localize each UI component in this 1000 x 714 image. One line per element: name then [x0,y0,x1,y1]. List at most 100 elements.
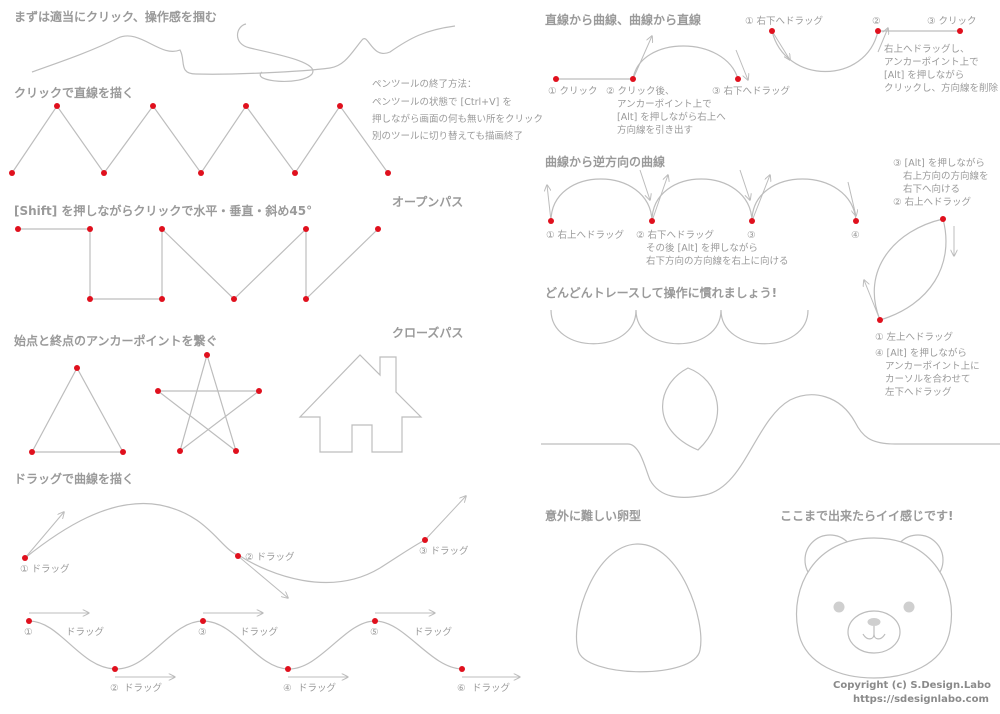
line-curve-anchors-b[interactable] [769,28,963,34]
wave-labels: ① ドラッグ ③ ドラッグ ⑤ ドラッグ ② ドラッグ ④ ドラッグ ⑥ ドラッ… [24,626,511,694]
shift-path [18,227,379,301]
trace-s-curve [541,394,1000,498]
drag-label-3: ③ ドラッグ [419,545,469,557]
svg-text:ドラッグ: ドラッグ [414,626,453,638]
svg-text:④: ④ [283,683,292,694]
drag-curve-anchors[interactable] [22,537,428,561]
leaf-label-2: ② 右上へドラッグ [893,196,972,208]
egg-shape [575,543,702,673]
leaf-label-3: ③ [Alt] を押しながら 右上方向の方向線を 右下へ向ける [893,157,989,195]
rev-label-1: ① 右上へドラッグ [546,229,625,241]
reverse-curve-path [550,178,857,222]
heading-closed-path: クローズパス [392,325,463,340]
svg-text:①: ① [24,627,33,638]
heading-connect: 始点と終点のアンカーポイントを繋ぐ [14,333,218,348]
lc-label-a2: ② クリック後、 アンカーポイント上で [Alt] を押しながら右上へ 方向線を… [606,85,726,136]
svg-text:右上方向の方向線を: 右上方向の方向線を [903,170,989,182]
lc-label-b1: ① 右下へドラッグ [745,15,824,27]
wave-path [28,620,463,670]
triangle-anchors[interactable] [29,365,126,455]
copyright-line2: https://sdesignlabo.com [853,694,989,705]
svg-text:クリックし、方向線を削除: クリックし、方向線を削除 [884,82,999,94]
svg-text:⑥: ⑥ [457,683,466,694]
wave-arrows [29,613,520,677]
reverse-anchors[interactable] [548,218,859,224]
leaf-label-4: ④ [Alt] を押しながら アンカーポイント上に カーソルを合わせて 左下へド… [875,347,980,398]
line-curve-anchors-a[interactable] [553,76,741,82]
copyright-line1: Copyright (c) S.Design.Labo [833,680,991,691]
trace-leaf [662,367,719,451]
drag-curve-path [24,503,426,583]
reverse-arrows [547,169,856,222]
svg-text:② クリック後、: ② クリック後、 [606,85,675,97]
heading-warmup: まずは適当にクリック、操作感を掴む [14,9,217,24]
bear-right-eye [903,601,915,613]
svg-text:ドラッグ: ドラッグ [66,626,105,638]
heading-reverse-curve: 曲線から逆方向の曲線 [545,154,665,169]
svg-text:別のツールに切り替えても描画終了: 別のツールに切り替えても描画終了 [372,130,523,142]
rev-label-4: ④ [851,230,860,241]
leaf-shape [873,218,947,321]
pen-end-note: ペンツールの終了方法： ペンツールの状態で [Ctrl+V] を 押しながら画面… [372,78,543,142]
svg-text:アンカーポイント上で: アンカーポイント上で [884,57,979,68]
svg-text:② 右下へドラッグ: ② 右下へドラッグ [636,229,715,241]
svg-text:②: ② [110,683,119,694]
zigzag-line [11,104,389,175]
warmup-loop [236,23,314,82]
drag-label-2: ② ドラッグ [245,551,295,563]
star-anchors[interactable] [155,352,262,454]
wave-anchors[interactable] [26,618,465,672]
heading-trace: どんどんトレースして操作に慣れましょう! [545,285,777,300]
heading-open-path: オープンパス [392,194,463,209]
lc-label-b3: ③ クリック [927,16,977,27]
heading-shift-click: [Shift] を押しながらクリックで水平・垂直・斜め45° [14,203,312,218]
heading-line-curve: 直線から曲線、曲線から直線 [545,12,701,27]
svg-text:[Alt] を押しながら右上へ: [Alt] を押しながら右上へ [617,111,726,123]
heading-egg: 意外に難しい卵型 [545,508,641,523]
heading-bear: ここまで出来たらイイ感じです! [780,508,953,523]
svg-text:⑤: ⑤ [370,627,379,638]
svg-text:③: ③ [198,627,207,638]
rev-label-2: ② 右下へドラッグ その後 [Alt] を押しながら 右下方向の方向線を右上に向… [636,229,789,267]
svg-text:右下へ向ける: 右下へ向ける [903,183,960,195]
svg-text:カーソルを合わせて: カーソルを合わせて [885,373,971,385]
svg-text:ドラッグ: ドラッグ [298,682,337,694]
svg-text:[Alt] を押しながら: [Alt] を押しながら [884,69,964,81]
svg-text:方向線を引き出す: 方向線を引き出す [617,124,693,136]
shift-anchors[interactable] [15,226,381,302]
svg-text:③ [Alt] を押しながら: ③ [Alt] を押しながら [893,157,985,169]
svg-text:アンカーポイント上に: アンカーポイント上に [885,361,980,372]
svg-text:④ [Alt] を押しながら: ④ [Alt] を押しながら [875,347,967,359]
lc-label-a3: ③ 右下へドラッグ [712,85,791,97]
bear-nose [867,618,881,626]
svg-text:アンカーポイント上で: アンカーポイント上で [617,99,712,110]
triangle-shape [30,366,125,453]
lc-label-a1: ① クリック [548,86,598,97]
house-shape [298,354,423,453]
lc-label-b2: ② [872,16,881,27]
trace-scallop [550,309,809,345]
svg-text:左下へドラッグ: 左下へドラッグ [885,386,952,398]
svg-text:ドラッグ: ドラッグ [240,626,279,638]
line-curve-path-b [771,30,960,73]
drag-label-1: ① ドラッグ [20,563,70,575]
svg-text:右下方向の方向線を右上に向ける: 右下方向の方向線を右上に向ける [646,255,789,267]
zigzag-anchors[interactable] [9,103,391,176]
svg-text:ペンツールの状態で [Ctrl+V] を: ペンツールの状態で [Ctrl+V] を [372,96,512,108]
line-curve-path-a [556,45,739,80]
bear-face [795,534,953,679]
svg-text:ドラッグ: ドラッグ [472,682,511,694]
bear-left-eye [833,601,845,613]
rev-label-3: ③ [747,230,756,241]
svg-text:ペンツールの終了方法：: ペンツールの終了方法： [372,78,477,90]
warmup-line [31,25,456,75]
svg-text:右上へドラッグし、: 右上へドラッグし、 [884,43,970,55]
lc-note-b: 右上へドラッグし、 アンカーポイント上で [Alt] を押しながら クリックし、… [884,43,999,94]
star-shape [156,352,261,453]
svg-text:ドラッグ: ドラッグ [124,682,163,694]
svg-text:その後 [Alt] を押しながら: その後 [Alt] を押しながら [646,242,758,254]
heading-drag-curve: ドラッグで曲線を描く [14,471,134,486]
leaf-anchors[interactable] [877,216,946,323]
